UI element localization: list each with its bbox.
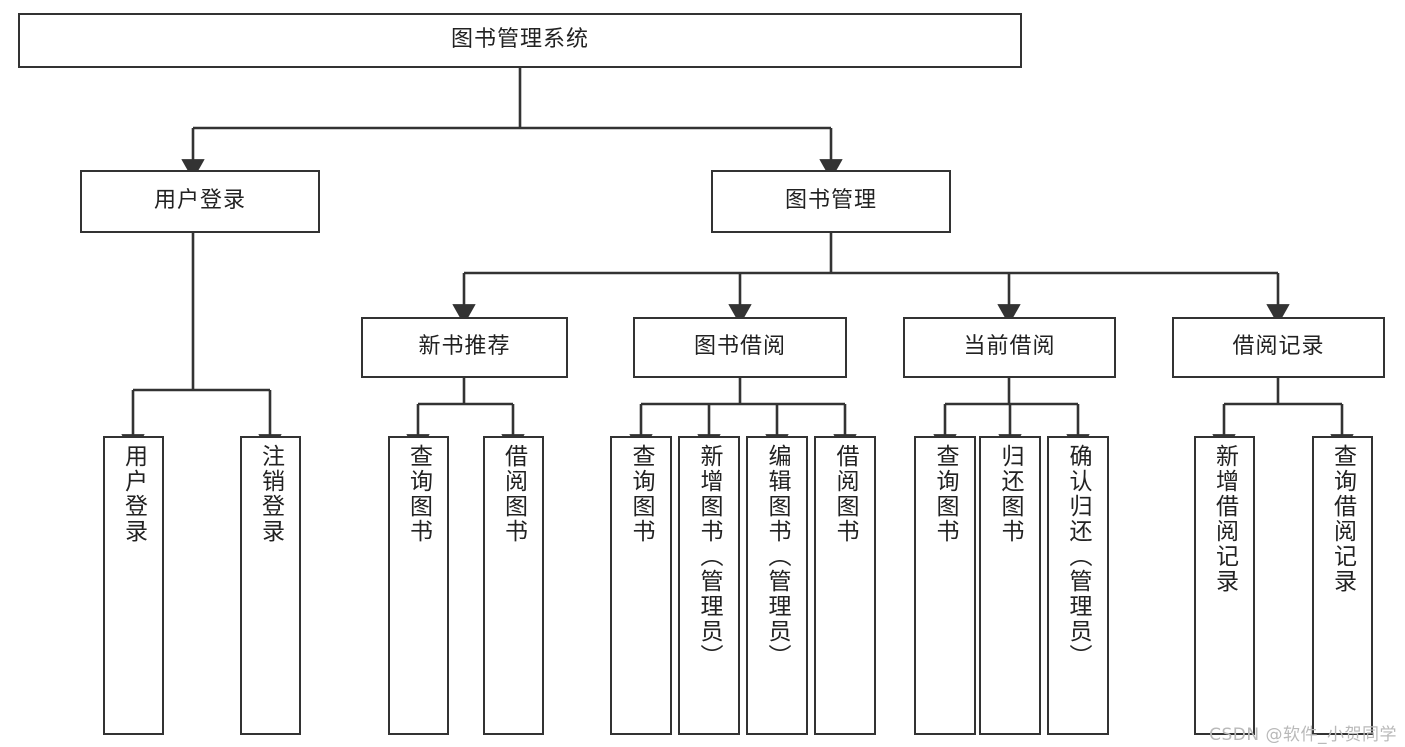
- node-label: 查询图书: [405, 444, 432, 544]
- node-leaf-borrow-book-2[interactable]: 借阅图书: [814, 436, 876, 735]
- node-leaf-query-book-2[interactable]: 查询图书: [610, 436, 672, 735]
- node-label: 新增图书（管理员）: [696, 444, 723, 669]
- node-label: 图书管理: [784, 188, 877, 214]
- node-leaf-add-record[interactable]: 新增借阅记录: [1194, 436, 1255, 735]
- node-label: 编辑图书（管理员）: [764, 444, 791, 669]
- node-leaf-user-login[interactable]: 用户登录: [103, 436, 164, 735]
- node-label: 用户登录: [120, 444, 147, 544]
- node-root-book-management-system[interactable]: 图书管理系统: [18, 13, 1022, 68]
- node-label: 查询图书: [628, 444, 655, 544]
- node-current-borrow[interactable]: 当前借阅: [903, 317, 1116, 378]
- node-leaf-query-book-1[interactable]: 查询图书: [388, 436, 449, 735]
- node-label: 新书推荐: [418, 334, 511, 360]
- node-label: 查询借阅记录: [1329, 444, 1356, 594]
- node-leaf-confirm-return[interactable]: 确认归还（管理员）: [1047, 436, 1109, 735]
- node-label: 用户登录: [153, 188, 246, 214]
- node-leaf-logout-login[interactable]: 注销登录: [240, 436, 301, 735]
- node-leaf-edit-book[interactable]: 编辑图书（管理员）: [746, 436, 808, 735]
- node-label: 注销登录: [257, 444, 284, 544]
- node-leaf-borrow-book-1[interactable]: 借阅图书: [483, 436, 544, 735]
- node-label: 归还图书: [997, 444, 1024, 544]
- node-label: 图书借阅: [693, 334, 786, 360]
- node-new-book-recommend[interactable]: 新书推荐: [361, 317, 568, 378]
- node-label: 新增借阅记录: [1211, 444, 1238, 594]
- node-leaf-query-record[interactable]: 查询借阅记录: [1312, 436, 1373, 735]
- node-leaf-return-book[interactable]: 归还图书: [979, 436, 1041, 735]
- node-label: 确认归还（管理员）: [1065, 444, 1092, 669]
- node-leaf-add-book[interactable]: 新增图书（管理员）: [678, 436, 740, 735]
- node-leaf-query-book-3[interactable]: 查询图书: [914, 436, 976, 735]
- node-label: 查询图书: [932, 444, 959, 544]
- node-label: 当前借阅: [963, 334, 1056, 360]
- node-book-borrow[interactable]: 图书借阅: [633, 317, 847, 378]
- node-label: 借阅图书: [500, 444, 527, 544]
- node-user-login[interactable]: 用户登录: [80, 170, 320, 233]
- node-label: 借阅图书: [832, 444, 859, 544]
- node-label: 借阅记录: [1232, 334, 1325, 360]
- csdn-watermark: CSDN @软件_小贺同学: [1209, 725, 1397, 745]
- node-book-management[interactable]: 图书管理: [711, 170, 951, 233]
- node-label: 图书管理系统: [450, 27, 589, 53]
- node-borrow-record[interactable]: 借阅记录: [1172, 317, 1385, 378]
